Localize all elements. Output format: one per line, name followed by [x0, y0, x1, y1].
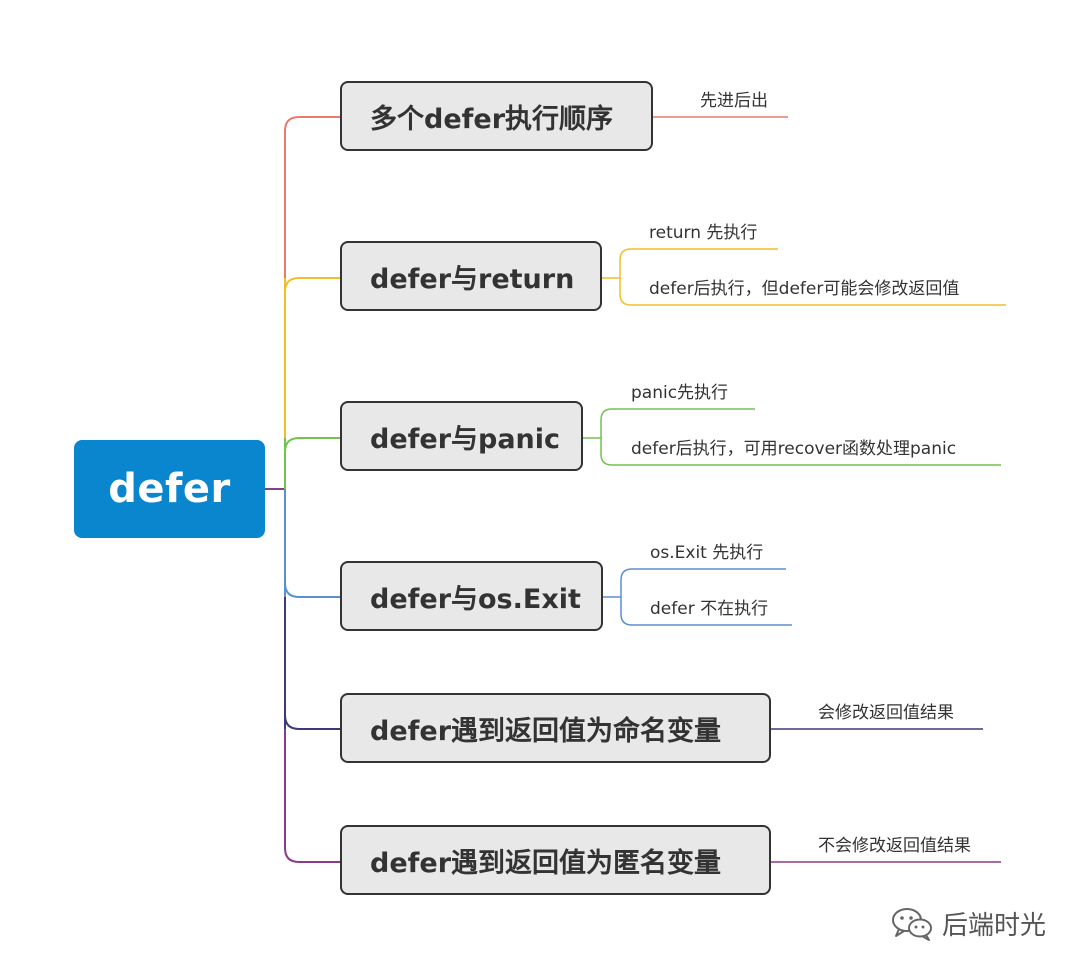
leaf-modifies-result: 会修改返回值结果	[818, 703, 954, 723]
branch-node-named-return: defer遇到返回值为命名变量	[340, 693, 771, 763]
branch-node-os-exit: defer与os.Exit	[340, 561, 603, 631]
branch-label: defer与os.Exit	[370, 583, 581, 615]
branch-label: defer与panic	[370, 423, 561, 455]
leaf-return-first: return 先执行	[649, 223, 758, 243]
leaf-link-2-1	[619, 248, 778, 278]
branch-link-2	[284, 277, 341, 293]
wechat-icon	[892, 907, 932, 941]
branch-label: defer遇到返回值为命名变量	[370, 715, 722, 747]
branch-link-4	[284, 582, 341, 598]
leaf-panic-first: panic先执行	[631, 383, 729, 403]
trunk-segment-1	[284, 116, 300, 278]
root-node: defer	[74, 440, 265, 538]
leaf-link-4-2	[620, 597, 792, 626]
branch-link-5	[284, 714, 341, 730]
leaf-link-3-2	[600, 438, 1001, 466]
leaf-defer-recover: defer后执行，可用recover函数处理panic	[631, 439, 957, 459]
watermark: 后端时光	[890, 905, 1046, 942]
branch-node-execution-order: 多个defer执行顺序	[340, 81, 653, 151]
branch-node-panic: defer与panic	[340, 401, 583, 471]
leaf-os-exit-first: os.Exit 先执行	[650, 543, 764, 563]
root-label: defer	[108, 466, 231, 512]
leaf-first-in-last-out: 先进后出	[700, 91, 768, 111]
leaf-defer-after-return: defer后执行，但defer可能会修改返回值	[649, 279, 960, 299]
branch-node-return: defer与return	[340, 241, 602, 311]
leaf-link-3-1	[600, 408, 755, 438]
leaf-link-4-1	[620, 568, 786, 597]
branch-node-anonymous-return: defer遇到返回值为匿名变量	[340, 825, 771, 895]
watermark-label: 后端时光	[942, 911, 1047, 941]
branch-link-3	[284, 437, 341, 453]
leaf-not-modify-result: 不会修改返回值结果	[818, 836, 971, 856]
branch-label: 多个defer执行顺序	[370, 103, 614, 135]
trunk-segment-6	[284, 729, 300, 863]
branch-label: defer遇到返回值为匿名变量	[370, 847, 722, 879]
leaf-defer-not-run: defer 不在执行	[650, 599, 769, 619]
branch-label: defer与return	[370, 263, 575, 295]
leaf-link-2-2	[619, 278, 1006, 306]
